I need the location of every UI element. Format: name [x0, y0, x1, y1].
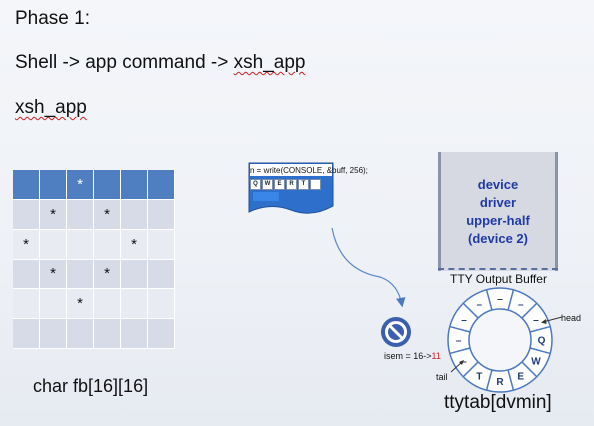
- grid-cell: [13, 170, 40, 200]
- ring-divider: [507, 289, 515, 311]
- grid-cell: [121, 170, 148, 200]
- framebuffer-grid: ********: [13, 170, 175, 349]
- grid-cell: [121, 199, 148, 230]
- key: T: [298, 179, 309, 190]
- grid-cell: [40, 229, 67, 260]
- ring-inner: [468, 308, 532, 372]
- keyboard-keys: Q W E R T: [250, 179, 322, 190]
- ring-slot: –: [456, 336, 462, 347]
- head-arrow: [541, 316, 563, 324]
- ring-slot: E: [517, 371, 524, 382]
- ring-divider: [529, 325, 551, 333]
- grid-cell: [94, 170, 121, 200]
- grid-cell: [13, 199, 40, 230]
- ring-divider: [462, 361, 479, 378]
- grid-cell: *: [94, 259, 121, 290]
- key: W: [262, 179, 273, 190]
- device-driver-box: [438, 152, 558, 271]
- ring-slot: W: [531, 356, 541, 367]
- ring-slot: –: [497, 294, 503, 305]
- tail-label: tail: [436, 372, 448, 382]
- entry-label: xsh_app: [15, 97, 87, 118]
- semaphore-label: isem = 16->11: [384, 351, 441, 361]
- grid-cell: *: [13, 229, 40, 260]
- grid-cell: [13, 289, 40, 320]
- ring-divider: [521, 361, 538, 378]
- grid-cell: [67, 259, 94, 290]
- driver-label: device driver upper-half (device 2): [438, 176, 558, 248]
- ring-slot: –: [461, 315, 467, 326]
- grid-cell: [94, 319, 121, 349]
- grid-cell: *: [67, 170, 94, 200]
- grid-cell: [121, 319, 148, 349]
- ring-slot: T: [476, 371, 482, 382]
- ring-slot: R: [496, 377, 504, 388]
- ring-slot: –: [476, 300, 482, 311]
- tty-buffer-title: TTY Output Buffer: [450, 272, 547, 286]
- ring-slot: Q: [538, 336, 546, 347]
- ring-divider: [449, 325, 471, 333]
- ring-divider: [485, 369, 493, 391]
- grid-cell: *: [40, 259, 67, 290]
- flow-arrow: [331, 227, 406, 308]
- driver-line: (device 2): [468, 231, 528, 246]
- ring-slot: –: [461, 356, 467, 367]
- grid-cell: *: [40, 199, 67, 230]
- semaphore-icon: [381, 317, 411, 347]
- flow-target: xsh_app: [233, 52, 306, 73]
- grid-cell: [148, 319, 175, 349]
- grid-cell: [148, 170, 175, 200]
- grid-cell: [67, 229, 94, 260]
- grid-cell: [121, 259, 148, 290]
- driver-line: upper-half: [466, 213, 530, 228]
- grid-cell: [121, 289, 148, 320]
- grid-cell: [40, 289, 67, 320]
- ring-divider: [485, 289, 493, 311]
- ring-slot: –: [518, 300, 524, 311]
- ring-divider: [521, 302, 538, 319]
- grid-cell: [13, 319, 40, 349]
- ring-divider: [529, 347, 551, 355]
- grid-cell: [40, 319, 67, 349]
- write-call-text: n = write(CONSOLE, &buff, 256);: [250, 166, 368, 175]
- grid-cell: [148, 199, 175, 230]
- key: E: [274, 179, 285, 190]
- key: Q: [250, 179, 261, 190]
- grid-cell: [94, 229, 121, 260]
- grid-cell: [13, 259, 40, 290]
- phase-title: Phase 1:: [15, 8, 90, 29]
- driver-line: device: [477, 177, 519, 192]
- grid-cell: [148, 229, 175, 260]
- grid-cell: *: [67, 289, 94, 320]
- grid-cell: *: [121, 229, 148, 260]
- semaphore-prefix: isem = 16->: [384, 351, 432, 361]
- framebuffer-caption: char fb[16][16]: [33, 376, 149, 396]
- grid-cell: [94, 289, 121, 320]
- grid-cell: *: [94, 199, 121, 230]
- head-label: head: [561, 313, 582, 323]
- ring-slot: –: [533, 315, 539, 326]
- grid-cell: [67, 319, 94, 349]
- ring-divider: [507, 369, 515, 391]
- grid-cell: [148, 259, 175, 290]
- flow-line: Shell -> app command -> xsh_app: [15, 52, 305, 74]
- flow-text: Shell -> app command ->: [15, 52, 234, 73]
- grid-cell: [148, 289, 175, 320]
- grid-cell: [40, 170, 67, 200]
- ring-divider: [449, 347, 471, 355]
- driver-line: driver: [479, 195, 517, 210]
- key: [310, 179, 321, 190]
- semaphore-value: 11: [431, 351, 441, 361]
- tail-arrow: [450, 360, 464, 373]
- ring-divider: [462, 302, 479, 319]
- ring-label: ttytab[dvmin]: [444, 392, 552, 413]
- grid-cell: [67, 199, 94, 230]
- key: R: [286, 179, 297, 190]
- driver-divider: [438, 268, 558, 270]
